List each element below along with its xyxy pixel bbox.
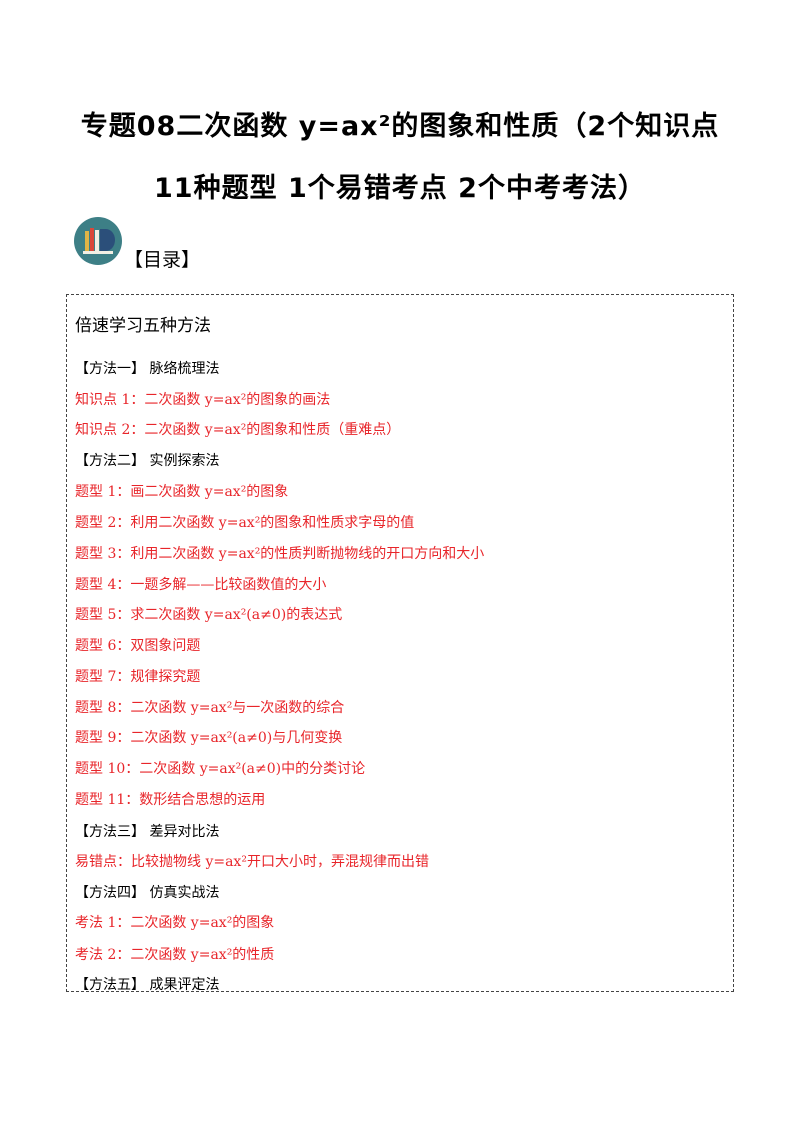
toc-item: 题型 5：求二次函数 y=ax²(a≠0)的表达式: [75, 607, 343, 623]
toc-item: 考法 1：二次函数 y=ax²的图象: [75, 915, 275, 931]
toc-method-heading: 【方法三】 差异对比法: [75, 824, 220, 840]
toc-item: 知识点 1：二次函数 y=ax²的图象的画法: [75, 392, 331, 408]
toc-method-heading: 【方法五】 成果评定法: [75, 977, 220, 993]
toc-box: 倍速学习五种方法 【方法一】 脉络梳理法知识点 1：二次函数 y=ax²的图象的…: [66, 294, 734, 993]
toc-item: 题型 11：数形结合思想的运用: [75, 792, 266, 808]
document-title-line-1: 专题08二次函数 y=ax²的图象和性质（2个知识点: [80, 111, 720, 142]
toc-item: 题型 8：二次函数 y=ax²与一次函数的综合: [75, 700, 345, 716]
toc-item: 题型 4：一题多解——比较函数值的大小: [75, 577, 327, 593]
toc-item: 题型 1：画二次函数 y=ax²的图象: [75, 484, 289, 500]
toc-method-heading: 【方法二】 实例探索法: [75, 453, 220, 469]
toc-method-heading: 【方法四】 仿真实战法: [75, 885, 220, 901]
toc-method-heading: 【方法一】 脉络梳理法: [75, 361, 220, 377]
toc-item: 题型 7：规律探究题: [75, 669, 201, 685]
toc-item: 题型 6：双图象问题: [75, 638, 201, 654]
toc-label: 【目录】: [124, 249, 201, 271]
document-title-line-2: 11种题型 1个易错考点 2个中考考法）: [154, 173, 646, 204]
toc-item: 考法 2：二次函数 y=ax²的性质: [75, 947, 275, 963]
toc-item: 题型 2：利用二次函数 y=ax²的图象和性质求字母的值: [75, 515, 415, 531]
books-logo-icon: [74, 217, 122, 265]
toc-item: 题型 10：二次函数 y=ax²(a≠0)中的分类讨论: [75, 761, 366, 777]
toc-item: 题型 9：二次函数 y=ax²(a≠0)与几何变换: [75, 730, 343, 746]
toc-box-header: 倍速学习五种方法: [75, 316, 211, 336]
toc-item: 易错点：比较抛物线 y=ax²开口大小时，弄混规律而出错: [75, 854, 429, 870]
toc-item: 知识点 2：二次函数 y=ax²的图象和性质（重难点）: [75, 422, 401, 438]
toc-item: 题型 3：利用二次函数 y=ax²的性质判断抛物线的开口方向和大小: [75, 546, 485, 562]
